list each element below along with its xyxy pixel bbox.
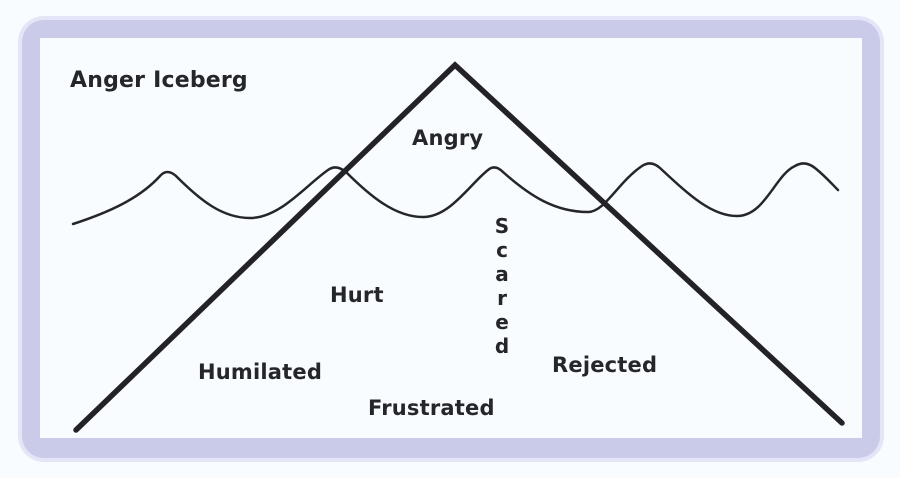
label-scared-vertical: Scared bbox=[494, 214, 510, 358]
label-hurt: Hurt bbox=[330, 283, 384, 307]
diagram-title: Anger Iceberg bbox=[70, 68, 248, 93]
label-rejected: Rejected bbox=[552, 353, 658, 377]
label-frustrated: Frustrated bbox=[368, 396, 495, 420]
label-humiliated: Humilated bbox=[198, 360, 323, 384]
label-angry: Angry bbox=[412, 126, 484, 150]
waterline-wave bbox=[71, 162, 840, 226]
iceberg-outline bbox=[73, 61, 845, 433]
diagram-canvas bbox=[40, 38, 862, 438]
